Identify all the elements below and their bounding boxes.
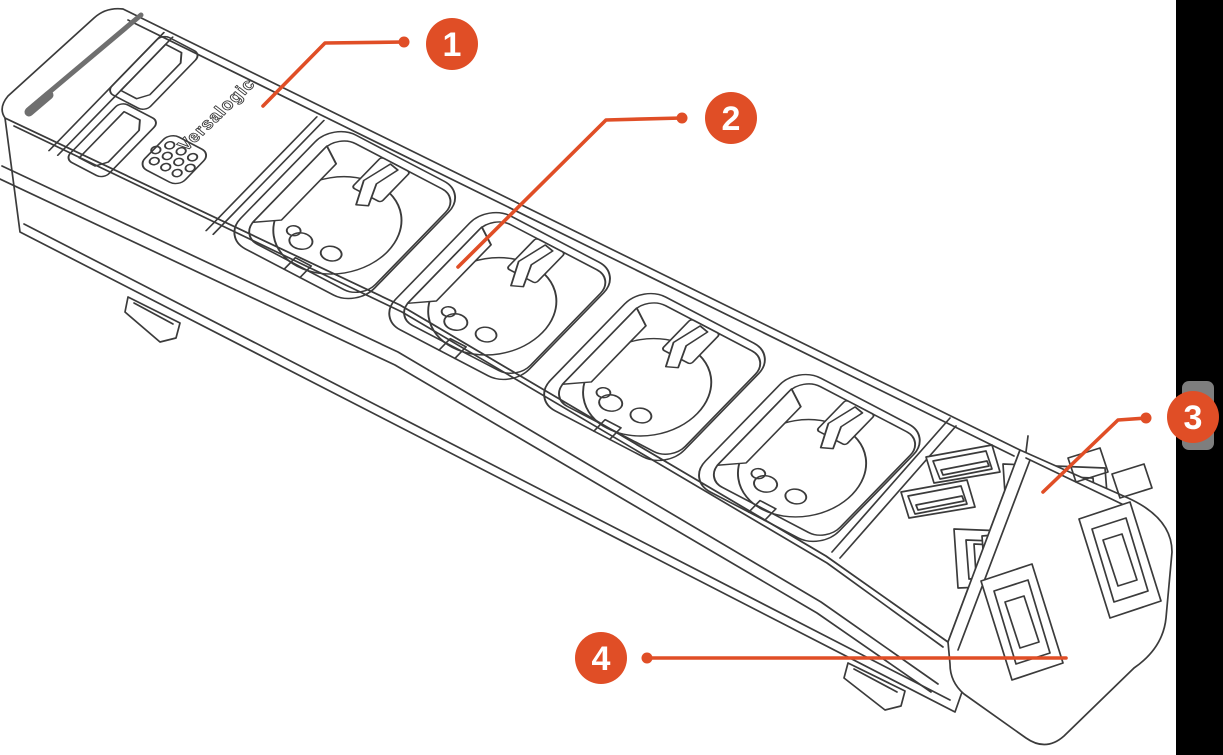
strip-surface-items	[48, 31, 933, 551]
brand-logo-dots	[148, 140, 199, 178]
callout-4-badge-circle	[575, 632, 627, 684]
callout-1: 1	[261, 18, 478, 108]
power-strip-drawing: Versalogic	[0, 7, 1173, 746]
callout-3-leader-line	[1041, 416, 1148, 494]
left-cap-shaded-edge-tail	[24, 90, 54, 117]
brand-module-divider-2	[212, 119, 325, 236]
callout-2-leader-line	[456, 116, 684, 269]
callout-1-anchor-dot	[398, 36, 410, 48]
brand-module-divider-1	[205, 116, 318, 232]
callout-3-anchor-dot	[1140, 412, 1152, 424]
strip-near-rim-line	[13, 125, 944, 648]
strip-top-face	[1, 7, 1021, 643]
callout-2-badge: 2	[705, 92, 757, 144]
callout-1-badge: 1	[426, 18, 478, 70]
right-module-divider-1	[831, 417, 951, 553]
callout-3: 3	[1041, 391, 1219, 494]
callout-2-badge-number: 2	[722, 100, 741, 138]
callout-3-badge-number: 3	[1184, 399, 1203, 437]
callout-2-badge-circle	[705, 92, 757, 144]
callout-1-badge-circle	[426, 18, 478, 70]
callout-1-leader-line	[261, 40, 406, 108]
strip-groove-line-1	[1, 165, 939, 685]
mounting-foot-left	[124, 296, 181, 343]
callout-4-anchor-dot	[641, 652, 653, 664]
mounting-foot-right-line	[853, 668, 898, 693]
endcap-collar-line-1	[957, 459, 1031, 651]
callout-4-badge-number: 4	[592, 640, 611, 678]
callout-2-anchor-dot	[676, 112, 688, 124]
endcap-back-port-left	[1067, 447, 1109, 483]
callout-4-badge: 4	[575, 632, 627, 684]
strip-bottom-rim-line	[23, 223, 951, 701]
endcap-back-port-right	[1111, 463, 1153, 499]
callout-3-badge-circle	[1167, 391, 1219, 443]
strip-groove-line-2	[0, 178, 932, 693]
callout-3-badge: 3	[1167, 391, 1219, 443]
callouts: 1 2 4 3	[261, 0, 1223, 755]
callout-2: 2	[456, 92, 757, 269]
mounting-foot-left-line	[133, 302, 174, 325]
right-edge-bar	[1176, 0, 1223, 755]
brand-logo	[141, 135, 208, 185]
right-module-divider-2	[839, 425, 957, 559]
mounting-foot-right	[843, 662, 906, 711]
callout-1-badge-number: 1	[443, 26, 462, 64]
callout-4: 4	[575, 632, 1068, 684]
